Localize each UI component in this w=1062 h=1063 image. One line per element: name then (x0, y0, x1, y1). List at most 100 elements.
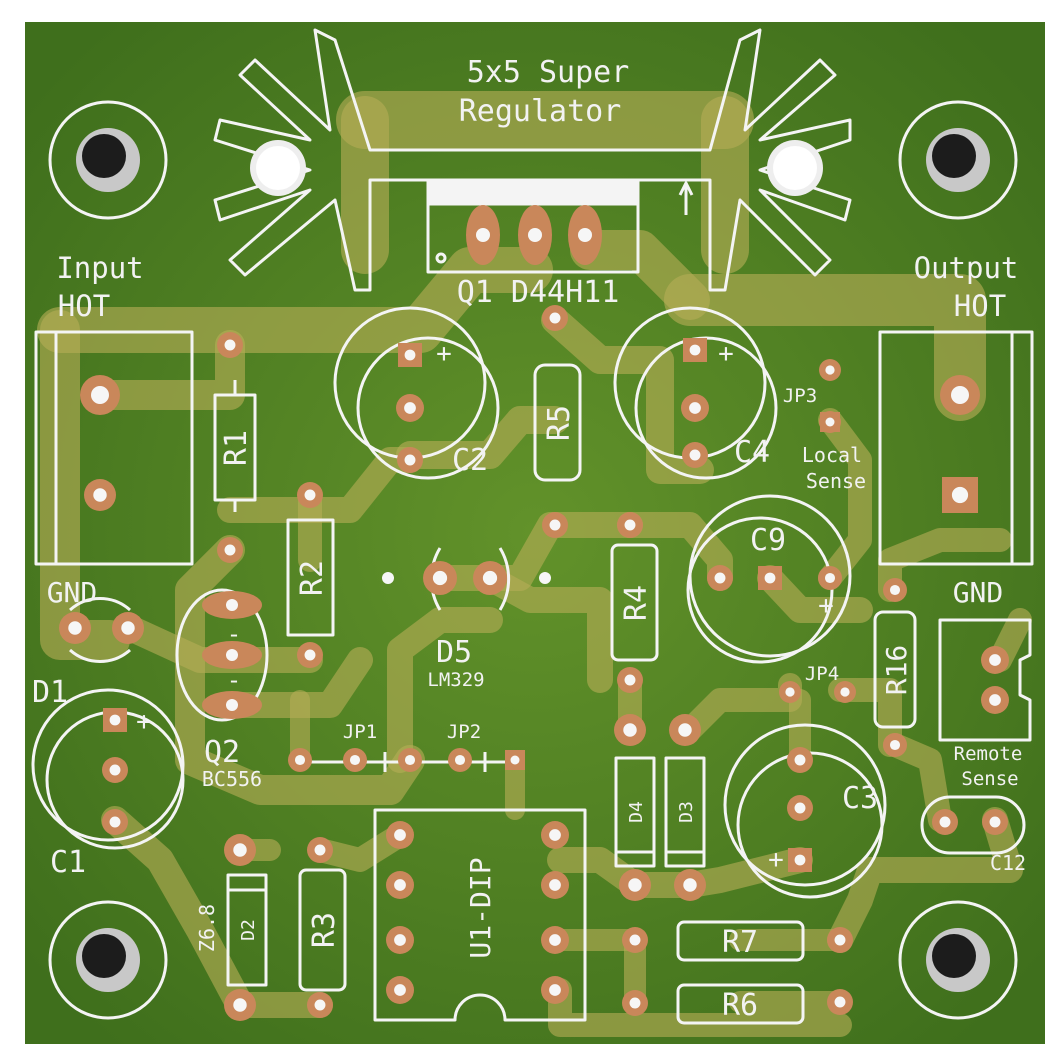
pad-hole (951, 386, 969, 404)
pad-hole (454, 754, 466, 766)
pad-hole (404, 349, 416, 361)
pad-hole (549, 879, 561, 891)
pad-hole (624, 674, 636, 686)
pad-hole (224, 339, 236, 351)
unplated-hole (539, 572, 551, 584)
r3-label: R3 (307, 912, 342, 948)
r1-outline (213, 380, 257, 512)
pad-hole (549, 934, 561, 946)
c9-label: C9 (750, 523, 786, 558)
z68-label: Z6.8 (195, 904, 219, 952)
mount-hole-top-left (48, 100, 168, 220)
c1-outline (31, 688, 185, 842)
pad-hole (304, 489, 316, 501)
jp-plus-2 (475, 752, 495, 772)
q1-pin1-mark (435, 252, 447, 264)
pads (59, 205, 1009, 1021)
output-label-2: HOT (954, 289, 1006, 323)
output-label-1: Output (914, 251, 1019, 285)
gnd-left-outline (69, 597, 131, 663)
pad-hole (578, 228, 592, 242)
jp1-label: JP1 (343, 721, 377, 743)
pad-hole (404, 454, 416, 466)
c12-label: C12 (990, 851, 1026, 875)
r4-outline (610, 543, 659, 662)
d3-label: D3 (676, 801, 697, 823)
remote-sense-outline (938, 618, 1032, 742)
c3-plus: + (768, 845, 784, 875)
gnd-right-label: GND (953, 576, 1004, 609)
q2-minus-1: - (227, 620, 241, 648)
pad-hole (689, 449, 701, 461)
pad-hole (989, 654, 1001, 666)
pad-hole (68, 621, 82, 635)
pad-hole (510, 755, 520, 765)
c2-plus: + (436, 339, 452, 369)
gnd-left-label: GND (47, 576, 98, 609)
r2-label: R2 (295, 560, 330, 596)
q2-minus-2: - (227, 666, 241, 694)
r3-outline (298, 868, 347, 992)
pad-hole (549, 519, 561, 531)
pad-hole (404, 754, 416, 766)
d2-outline (226, 873, 268, 987)
r16-outline (873, 610, 917, 729)
pad-hole (794, 802, 806, 814)
pad-hole (121, 621, 135, 635)
pad-hole (404, 402, 416, 414)
c9-plus: + (818, 591, 834, 621)
mount-hole-top-right (898, 100, 1018, 220)
pad-hole (840, 687, 850, 697)
d1-label: D1 (32, 675, 68, 710)
pad-hole (834, 934, 846, 946)
u1-outline (373, 808, 587, 1022)
pad-hole (314, 999, 326, 1011)
d2-label: D2 (238, 919, 259, 941)
r7-label: R7 (722, 925, 758, 960)
pad-hole (794, 754, 806, 766)
input-terminal-outline (34, 330, 194, 566)
pad-hole (91, 386, 109, 404)
pad-hole (889, 739, 901, 751)
pad-hole (394, 829, 406, 841)
remote-sense-label-1: Remote (954, 743, 1023, 765)
mount-hole-bottom-left (48, 900, 168, 1020)
pad-hole (624, 519, 636, 531)
pad-hole (304, 649, 316, 661)
pad-hole (764, 572, 776, 584)
mounting-holes (48, 100, 1018, 1020)
q2-outline (175, 588, 269, 722)
pad-hole (233, 843, 247, 857)
pad-hole (989, 816, 1001, 828)
r2-outline (286, 518, 335, 637)
pad-hole (394, 984, 406, 996)
pad-hole (432, 570, 448, 586)
mount-hole-bottom-right (898, 900, 1018, 1020)
input-label-1: Input (56, 251, 143, 285)
pad-hole (834, 996, 846, 1008)
heatsink-hole-left (250, 140, 306, 196)
c2-inner (356, 336, 500, 480)
title-line2: Regulator (459, 94, 622, 129)
c9-inner (686, 516, 834, 664)
title-line1: 5x5 Super (467, 55, 630, 90)
r5-label: R5 (542, 405, 577, 441)
r5-outline (533, 363, 582, 482)
input-label-2: HOT (58, 289, 110, 323)
pad-hole (226, 599, 238, 611)
c1-plus: + (136, 707, 152, 737)
pad-hole (394, 879, 406, 891)
pad-hole (109, 764, 121, 776)
c4-plus: + (718, 339, 734, 369)
c2-label: C2 (452, 443, 488, 478)
pad-hole (939, 816, 951, 828)
pad-hole (824, 572, 836, 584)
r6-outline (676, 983, 805, 1025)
d4-label: D4 (626, 801, 647, 823)
pad-hole (683, 878, 697, 892)
pad-hole (226, 649, 238, 661)
silkscreen (31, 28, 1034, 1025)
pad-hole (349, 754, 361, 766)
remote-sense-label-2: Sense (961, 768, 1018, 790)
